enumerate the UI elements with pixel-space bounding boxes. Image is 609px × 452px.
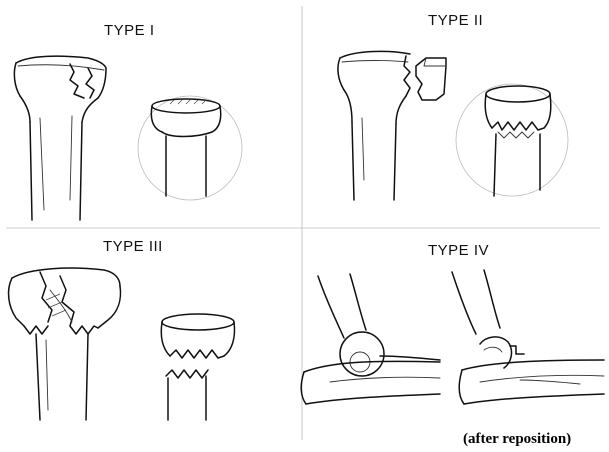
type-3-detail-view	[161, 314, 234, 420]
type-1-detail-view	[138, 96, 242, 200]
type-2-detail-view	[456, 84, 568, 196]
type-2-displaced-fragment	[416, 58, 446, 100]
type-1-fractured-bone	[14, 56, 106, 220]
type-3-fractured-bone	[9, 268, 121, 420]
type-2-fractured-bone	[338, 51, 410, 200]
type-4-elbow-dislocated	[301, 274, 440, 404]
type-4-elbow-reduced	[452, 270, 604, 404]
